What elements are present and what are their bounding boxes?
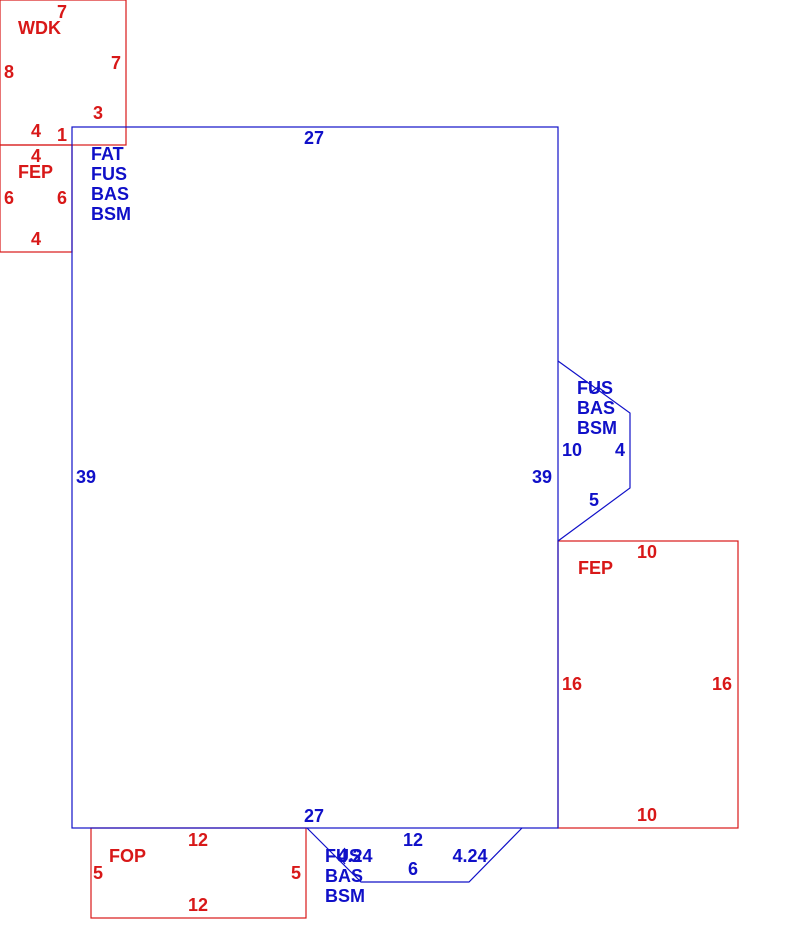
bay-bottom-area: FUS BAS BSM 12 4.24 4.24 6: [306, 827, 523, 906]
bay-right-dim-inner: 10: [562, 440, 582, 460]
main-code-fus: FUS: [91, 164, 127, 184]
bay-right-code-bas: BAS: [577, 398, 615, 418]
fop-dim-right: 5: [291, 863, 301, 883]
fop-code: FOP: [109, 846, 146, 866]
bay-right-code-fus: FUS: [577, 378, 613, 398]
fep-small-code: FEP: [18, 162, 53, 182]
bay-bottom-code-bsm: BSM: [325, 886, 365, 906]
fep-small-area: FEP 4 6 6 4: [0, 144, 73, 253]
bay-bottom-dim-top: 12: [403, 830, 423, 850]
bay-bottom-arrow: [338, 847, 346, 865]
fep-small-dim-right: 6: [57, 188, 67, 208]
bay-right-area: FUS BAS BSM 10 4 5: [557, 360, 631, 542]
fep-right-code: FEP: [578, 558, 613, 578]
main-dim-left: 39: [76, 467, 96, 487]
bay-right-arrow: [589, 386, 607, 394]
main-code-bsm: BSM: [91, 204, 131, 224]
main-outline: [71, 126, 559, 829]
main-code-bas: BAS: [91, 184, 129, 204]
main-dim-top: 27: [304, 128, 324, 148]
bay-bottom-code-fus: FUS: [325, 846, 361, 866]
fep-small-dim-bottom: 4: [31, 229, 41, 249]
wdk-dim-inner: 3: [93, 103, 103, 123]
fop-area: FOP 12 5 5 12: [90, 827, 307, 919]
fep-right-dim-bottom: 10: [637, 805, 657, 825]
fep-right-dim-right: 16: [712, 674, 732, 694]
bay-bottom-dim-bottom: 6: [408, 859, 418, 879]
main-area: FAT FUS BAS BSM 27 39 39 27: [71, 126, 559, 829]
wdk-dim-top: 7: [57, 2, 67, 22]
fep-right-area: FEP 10 16 16 10: [557, 540, 739, 829]
fop-dim-left: 5: [93, 863, 103, 883]
wdk-dim-step: 1: [57, 125, 67, 145]
bay-bottom-code-bas: BAS: [325, 866, 363, 886]
fep-small-dim-left: 6: [4, 188, 14, 208]
bay-bottom-dim-diag-left: 4.24: [337, 846, 372, 866]
bay-right-outline: [557, 360, 631, 542]
wdk-area: WDK 7 8 7 3 4 1: [0, 0, 127, 146]
wdk-dim-left: 8: [4, 62, 14, 82]
fep-right-dim-top: 10: [637, 542, 657, 562]
main-dim-bottom: 27: [304, 806, 324, 826]
bay-right-dim-diag: 5: [589, 490, 599, 510]
wdk-dim-right: 7: [111, 53, 121, 73]
main-code-fat: FAT: [91, 144, 124, 164]
wdk-dim-bottom: 4: [31, 121, 41, 141]
fep-right-dim-left: 16: [562, 674, 582, 694]
fop-dim-top: 12: [188, 830, 208, 850]
fep-small-dim-top: 4: [31, 146, 41, 166]
bay-right-dim-side: 4: [615, 440, 625, 460]
fop-dim-bottom: 12: [188, 895, 208, 915]
bay-right-code-bsm: BSM: [577, 418, 617, 438]
wdk-code: WDK: [18, 18, 61, 38]
main-dim-right: 39: [532, 467, 552, 487]
bay-bottom-dim-diag-right: 4.24: [452, 846, 487, 866]
bay-bottom-outline: [306, 827, 523, 883]
